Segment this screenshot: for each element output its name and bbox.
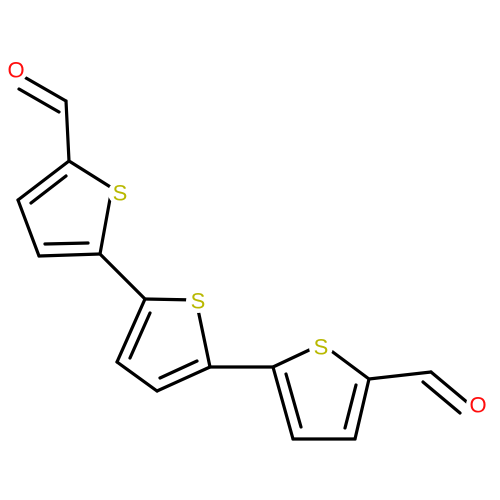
oxygen-2-label: O [469, 393, 486, 418]
bond-aldehyde-co-1a [24, 76, 68, 103]
bond-ring2-c4-c3 [115, 360, 159, 393]
bond-ring2-c3-c2 [115, 297, 147, 364]
atom-sulfur-2: S [186, 289, 210, 314]
sulfur-2-label: S [191, 289, 206, 314]
bond-aldehyde-co-2a [429, 370, 470, 405]
atom-oxygen-1: O [4, 58, 28, 83]
bond-ring2-c3-c2-inner [128, 311, 152, 360]
bond-ring3-c2-c3-inner [343, 383, 358, 430]
atom-sulfur-1: S [108, 181, 132, 206]
bond-ring1-c3-c2 [16, 159, 71, 202]
bond-aldehyde-co-1b [17, 87, 61, 114]
bond-ring2-c5-c4 [155, 365, 212, 393]
bond-aldehyde-cc-2 [367, 370, 433, 381]
bond-ring1-c4-c3 [16, 198, 41, 258]
atom-sulfur-3: S [309, 335, 333, 360]
bond-ring3-c4-c5 [271, 365, 295, 441]
bond-aldehyde-co-2b [421, 380, 462, 415]
oxygen-1-label: O [7, 58, 24, 83]
bond-ring3-c4-c5-inner [284, 372, 303, 429]
bond-ring1-c5-c4 [37, 252, 102, 258]
bond-ring1-c3-c2-inner [29, 174, 68, 205]
bond-ring1-c2-s [67, 159, 114, 190]
sulfur-3-label: S [314, 335, 329, 360]
bond-ring3-c2-c3 [353, 377, 371, 441]
bond-ring1-c5-c4-inner [43, 241, 90, 246]
bond-ring1-ring2 [98, 252, 147, 301]
atom-oxygen-2: O [466, 393, 490, 418]
sulfur-1-label: S [113, 181, 128, 206]
bond-ring2-c5-c4-inner [158, 359, 199, 380]
bond-aldehyde-cc-1 [64, 99, 71, 163]
